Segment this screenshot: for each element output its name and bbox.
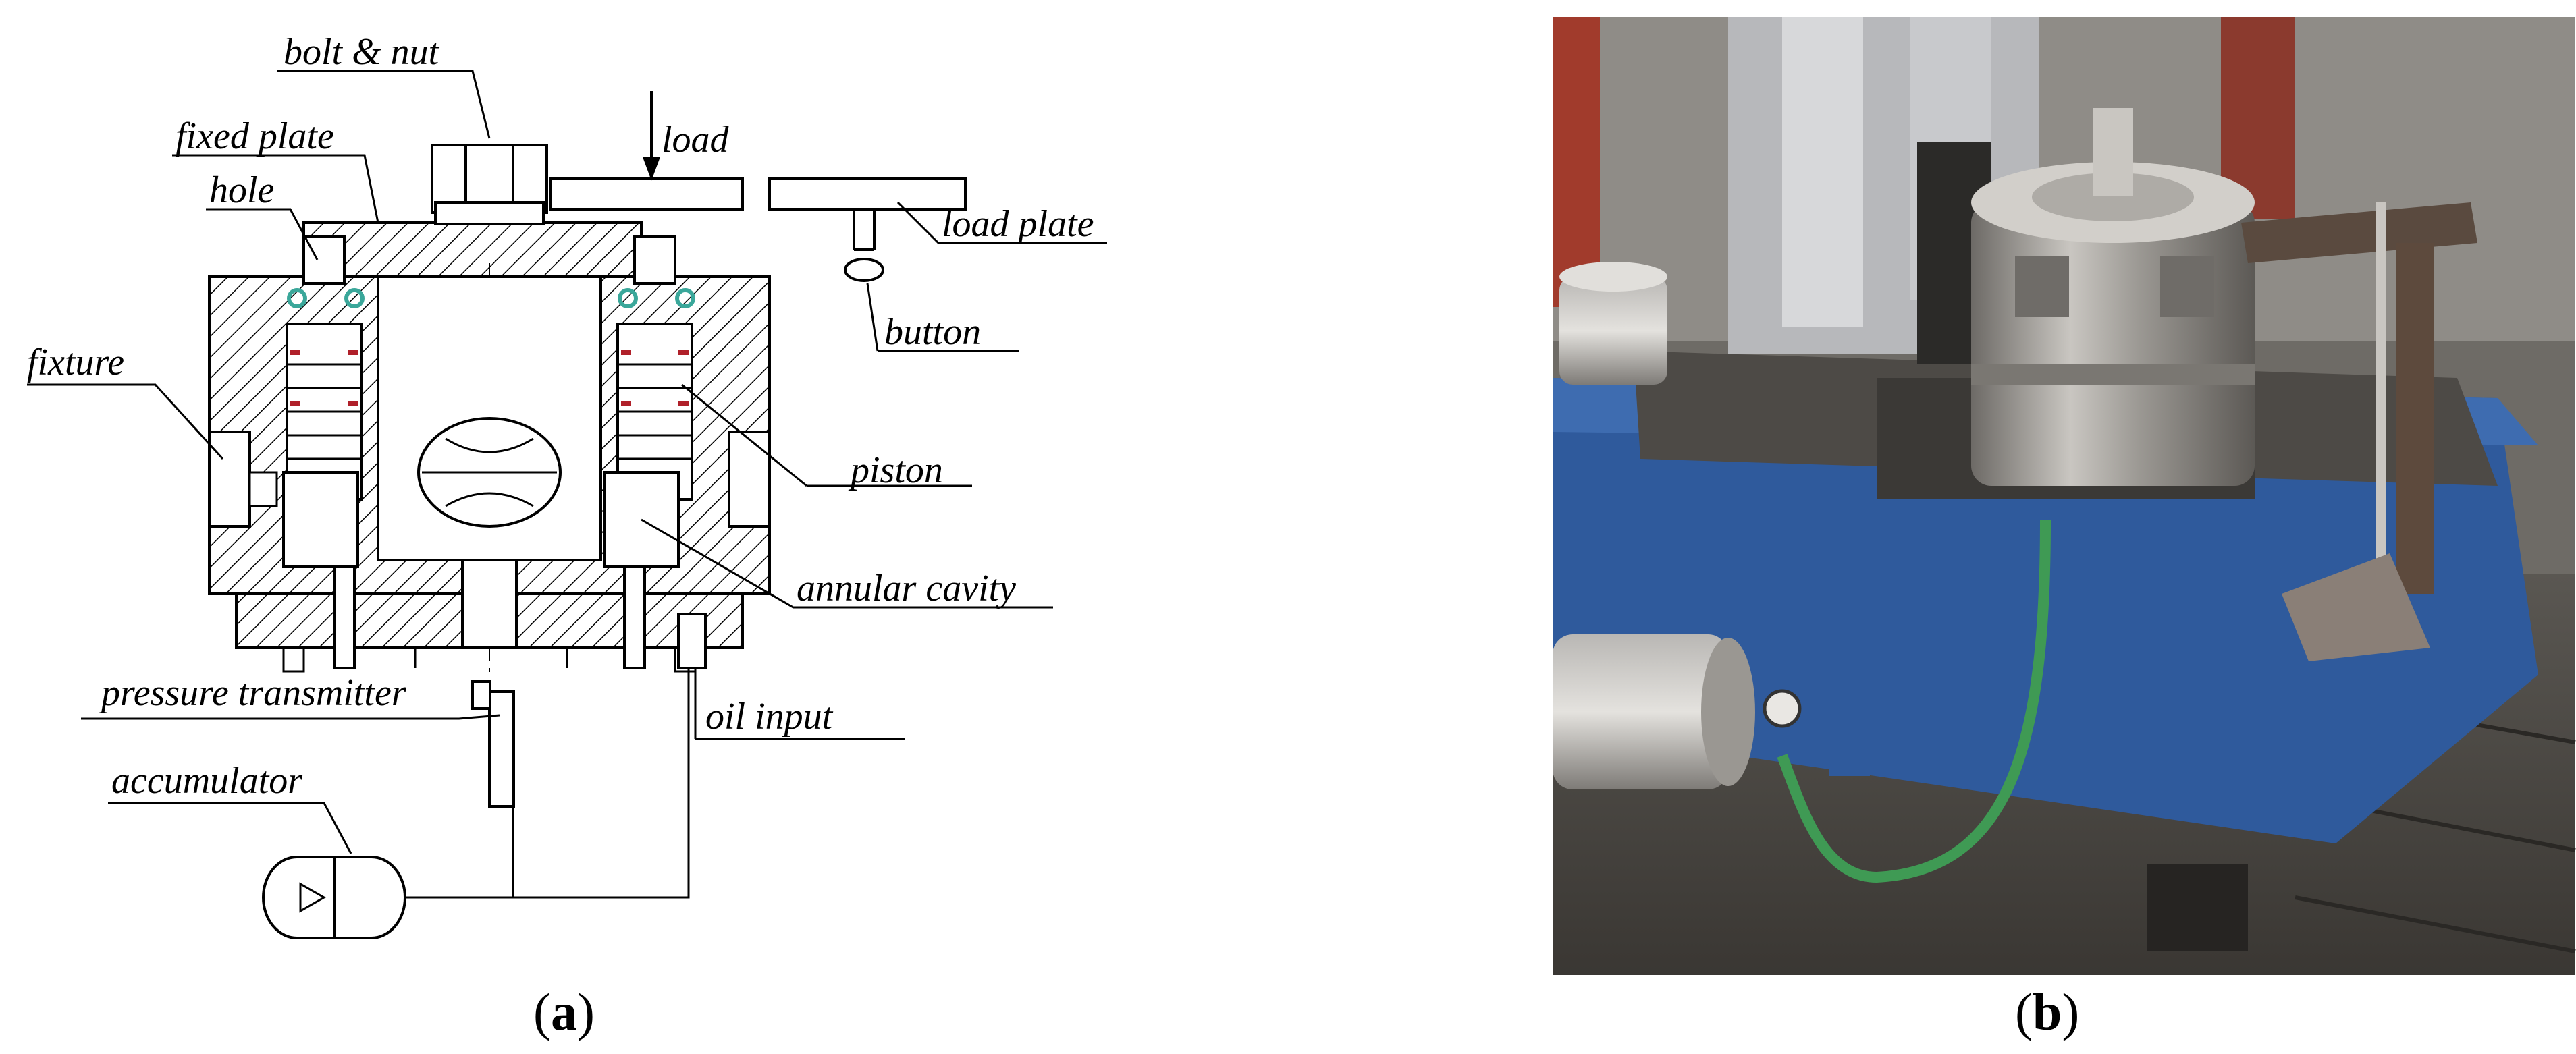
label-button: button	[884, 311, 981, 353]
test-rig-photo	[1553, 17, 2576, 975]
label-load: load	[662, 119, 730, 161]
schematic-diagram	[27, 70, 1107, 939]
label-fixed-plate: fixed plate	[176, 115, 334, 157]
oil-input-fitting	[677, 613, 707, 669]
accumulator-cylinder	[1553, 634, 1728, 789]
label-piston: piston	[848, 449, 943, 491]
fixture-cylinder	[1971, 202, 2255, 486]
label-load-plate: load plate	[942, 203, 1094, 245]
button-shape	[844, 258, 884, 282]
label-accumulator: accumulator	[111, 760, 302, 802]
label-fixture: fixture	[27, 341, 124, 383]
label-oil-input: oil input	[705, 696, 834, 738]
label-pressure-transmitter: pressure transmitter	[99, 672, 406, 714]
label-hole: hole	[209, 169, 274, 211]
red-seals	[290, 350, 689, 406]
green-seals	[287, 288, 695, 308]
load-plate-shape	[549, 177, 744, 211]
pressure-transmitter-shape	[488, 690, 515, 808]
caption-b: (b)	[2015, 982, 2080, 1041]
label-annular-cavity: annular cavity	[797, 567, 1016, 609]
hydraulic-line	[405, 668, 690, 899]
fixed-plate-shape	[302, 221, 643, 285]
caption-a: (a)	[533, 982, 595, 1041]
green-hose	[1777, 519, 2051, 883]
label-bolt-nut: bolt & nut	[284, 31, 440, 73]
